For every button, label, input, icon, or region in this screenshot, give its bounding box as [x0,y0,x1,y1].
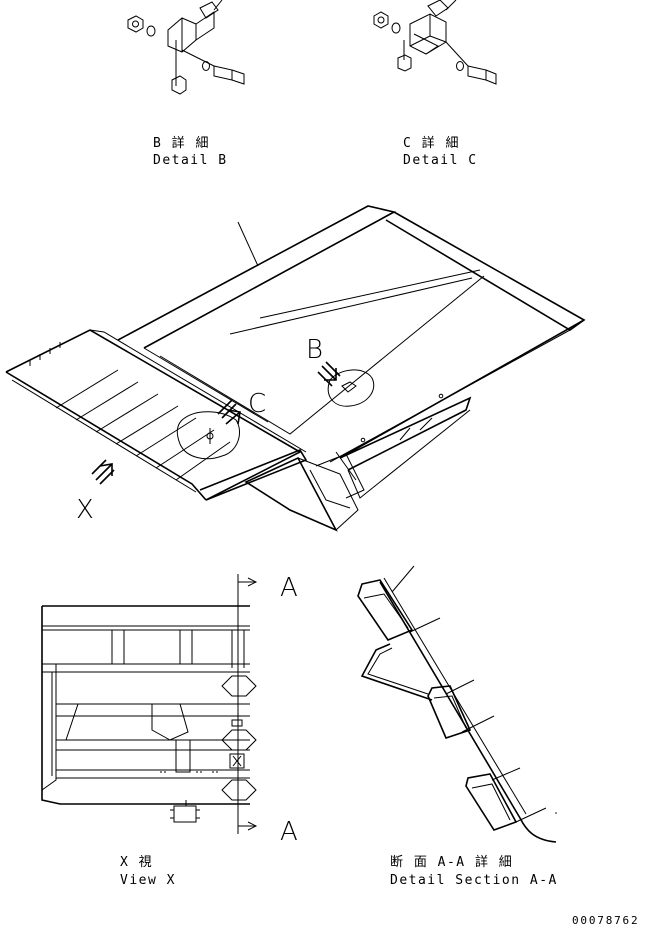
view-x-title-jp: X 視 [120,855,153,870]
section-label-bottom: A [280,817,298,847]
detail-c-title-en: Detail C [403,153,478,168]
section-aa-title-jp: 断 面 A-A 詳 細 [390,854,513,870]
detail-c-title-jp: C 詳 細 [403,135,460,151]
detail-b-title-en: Detail B [153,153,228,168]
detail-c-drawing [373,0,497,85]
detail-b-drawing [127,0,245,95]
main-isometric-view [5,205,586,532]
label-c: C [248,389,266,419]
detail-b-title-jp: B 詳 細 [153,135,210,151]
section-aa-title-en: Detail Section A-A [390,873,558,888]
view-x-title-en: View X [120,873,176,888]
drawing-number: 00078762 [572,914,639,927]
section-label-top: A [280,573,298,603]
label-b: B [306,335,323,365]
view-x-drawing [41,574,258,834]
section-aa-drawing [357,565,557,843]
label-x: X [76,495,94,525]
